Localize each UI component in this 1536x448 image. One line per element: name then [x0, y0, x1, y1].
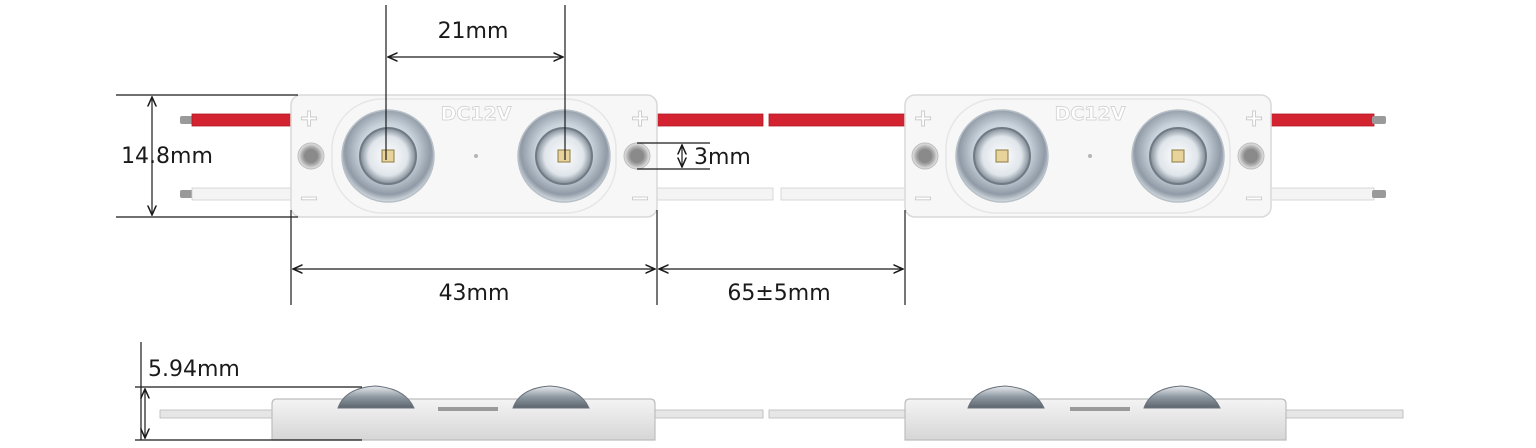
led-lens-icon [341, 109, 435, 203]
led-module-2-side [904, 385, 1287, 441]
minus-sign: − [913, 184, 933, 212]
plus-sign: + [630, 104, 650, 132]
led-lens-icon [955, 109, 1049, 203]
module-gap-label: 65±5mm [727, 281, 830, 306]
minus-sign: − [299, 184, 319, 212]
module-height-label: 14.8mm [121, 144, 213, 169]
dimension-module-length [290, 210, 906, 305]
module-length-label: 43mm [439, 281, 510, 306]
side-view: 5.94mm [135, 342, 1404, 441]
dimension-lens-spacing [385, 5, 566, 160]
mounting-hole-icon [911, 142, 939, 170]
dimension-hole [637, 142, 710, 170]
led-module-1-side [271, 385, 656, 441]
dimension-module-thickness [135, 342, 362, 441]
plus-sign: + [299, 104, 319, 132]
plus-sign: + [1244, 104, 1264, 132]
led-module-2: DC12V + + − − [904, 94, 1272, 218]
mounting-hole-icon [297, 142, 325, 170]
top-view: DC12V + + − − [116, 5, 1386, 306]
minus-sign: − [1244, 184, 1264, 212]
input-wires [180, 113, 293, 201]
output-wires [1269, 113, 1386, 201]
plus-sign: + [913, 104, 933, 132]
dimension-module-height [116, 94, 298, 218]
connecting-wires [654, 113, 909, 201]
minus-sign: − [630, 184, 650, 212]
voltage-label: DC12V [1055, 103, 1126, 125]
module-thickness-label: 5.94mm [148, 357, 240, 382]
hole-diameter-label: 3mm [694, 145, 751, 170]
led-lens-icon [1131, 109, 1225, 203]
mounting-hole-icon [623, 142, 651, 170]
mounting-hole-icon [1237, 142, 1265, 170]
voltage-label: DC12V [441, 103, 512, 125]
lens-spacing-label: 21mm [438, 19, 509, 44]
led-lens-icon [517, 109, 611, 203]
led-module-1: DC12V + + − − [290, 94, 658, 218]
